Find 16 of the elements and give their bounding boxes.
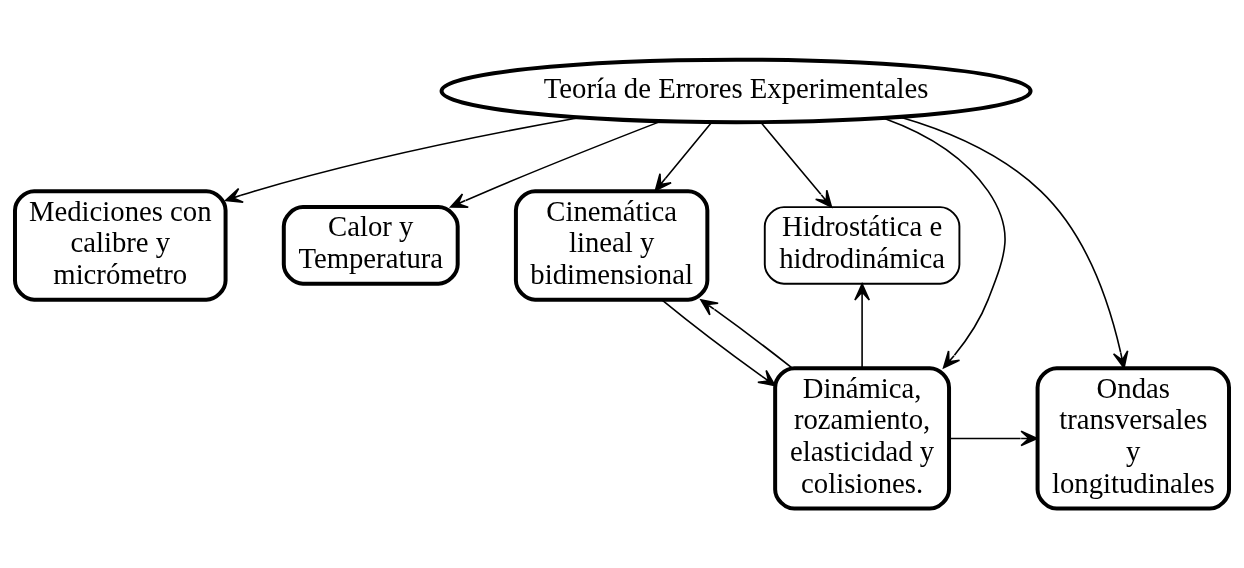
arrow bbox=[449, 120, 661, 208]
arrow bbox=[760, 121, 833, 208]
node-box: Calor y Temperatura bbox=[281, 205, 460, 286]
node-box: Ondas transversales y longitudinales bbox=[1035, 366, 1231, 511]
arrow bbox=[854, 283, 871, 369]
node-ellipse: Teoría de Errores Experimentales bbox=[439, 57, 1033, 125]
arrow bbox=[654, 122, 712, 192]
arrow bbox=[700, 299, 793, 369]
node-box: Dinámica, rozamiento, elasticidad y colisiones. bbox=[773, 366, 952, 511]
arrow bbox=[883, 117, 1006, 369]
node-box: Cinemática lineal y bidimensional bbox=[513, 189, 710, 302]
node-box: Mediciones con calibre y micrómetro bbox=[13, 189, 228, 302]
arrow bbox=[948, 430, 1038, 447]
arrow bbox=[899, 116, 1129, 369]
node-box: Hidrostática e hidrodinámica bbox=[763, 206, 961, 285]
arrow bbox=[661, 299, 776, 387]
